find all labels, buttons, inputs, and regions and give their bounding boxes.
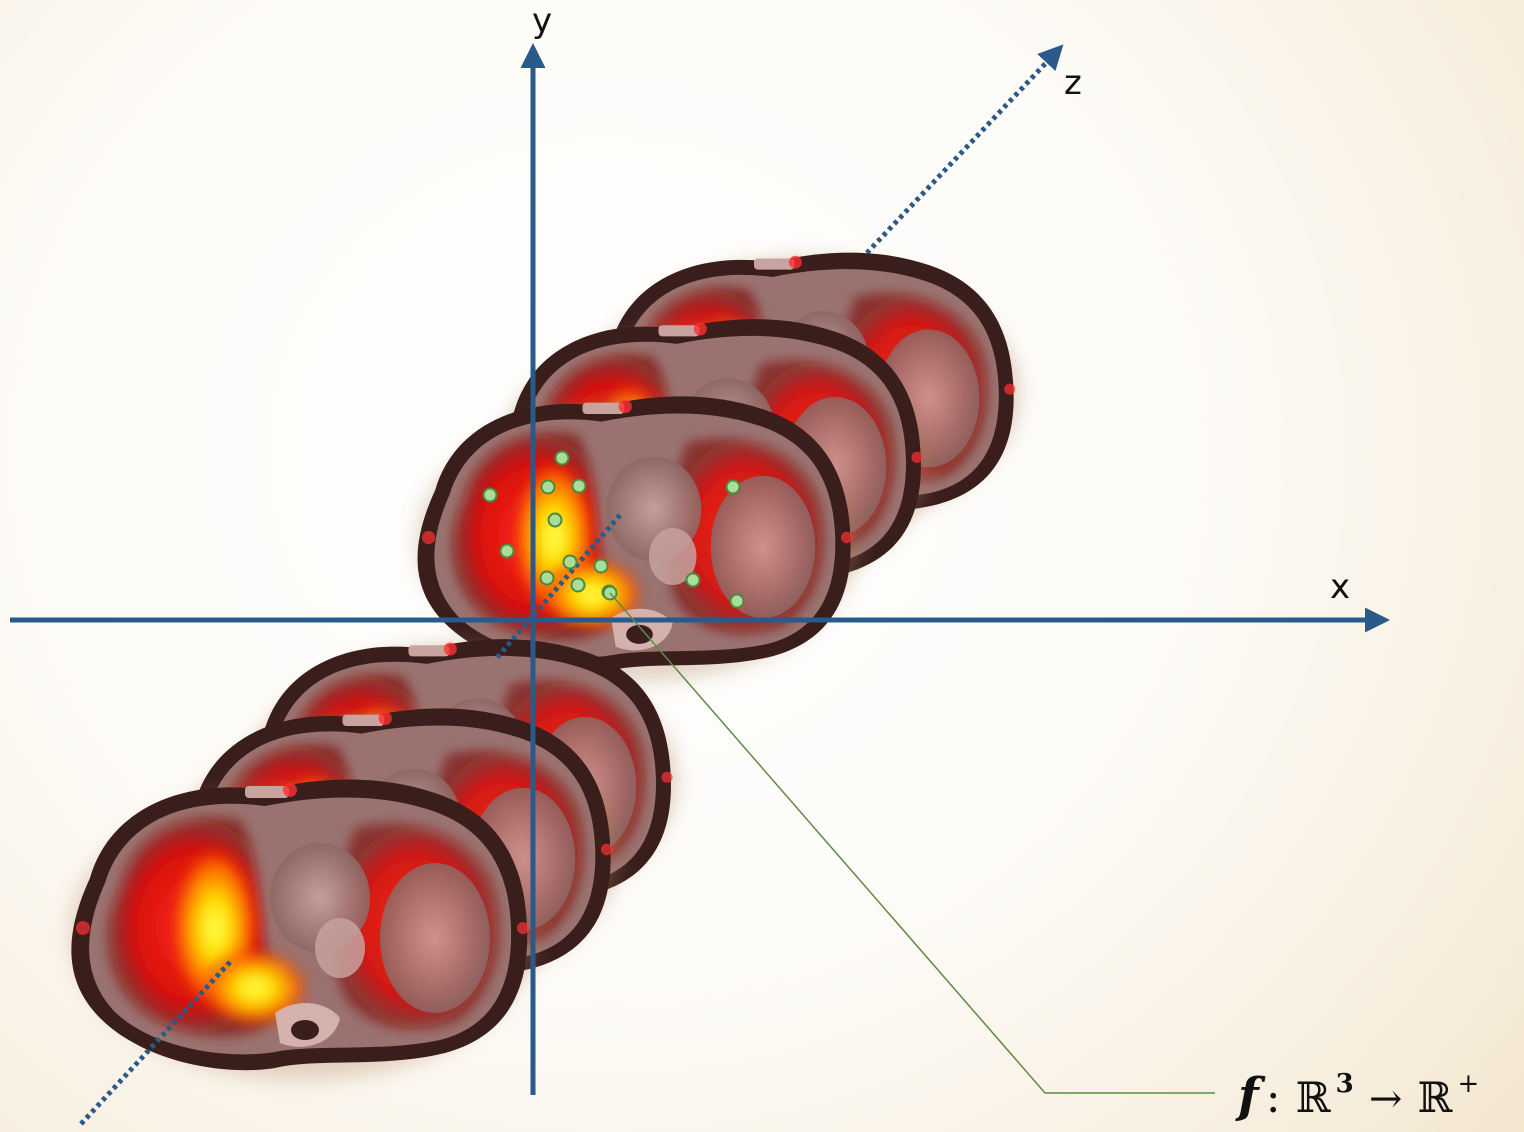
formula-f: f <box>1235 1068 1266 1124</box>
sample-point <box>573 480 586 493</box>
z-axis-label: z <box>1064 63 1082 103</box>
sample-point <box>564 556 577 569</box>
formula-codomain-exponent: + <box>1457 1069 1479 1099</box>
x-axis-label: x <box>1330 567 1350 607</box>
ct-slice-lower-front <box>71 779 535 1080</box>
sample-point <box>595 560 608 573</box>
y-axis-label: y <box>532 1 552 41</box>
sample-point <box>556 452 569 465</box>
sample-point <box>731 595 744 608</box>
sample-point <box>572 579 585 592</box>
function-formula: f : ℝ 3 → ℝ + <box>1235 1068 1479 1124</box>
formula-colon: : <box>1266 1072 1281 1123</box>
sample-point <box>549 514 562 527</box>
sample-point <box>687 574 700 587</box>
sample-point <box>484 489 497 502</box>
ct-slice-front <box>417 396 858 681</box>
sample-point <box>727 481 740 494</box>
slice-stack-lower <box>71 639 678 1080</box>
formula-domain: ℝ <box>1296 1073 1332 1122</box>
formula-codomain: ℝ <box>1417 1073 1453 1122</box>
sample-point <box>541 572 554 585</box>
formula-arrow: → <box>1369 1076 1403 1122</box>
formula-domain-exponent: 3 <box>1336 1069 1354 1099</box>
sample-point <box>501 545 514 558</box>
sample-point <box>542 481 555 494</box>
